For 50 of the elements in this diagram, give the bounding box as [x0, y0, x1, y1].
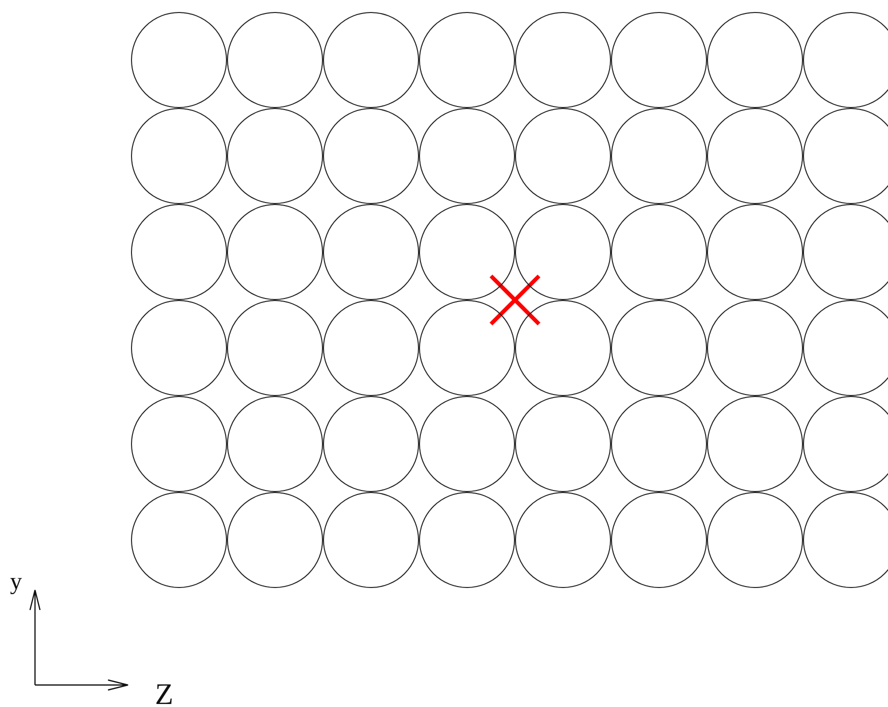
- circle-node: [611, 396, 707, 492]
- circle-node: [131, 12, 227, 108]
- circle-node: [131, 204, 227, 300]
- circle-node: [419, 300, 515, 396]
- circle-node: [323, 300, 419, 396]
- circle-node: [323, 12, 419, 108]
- circle-node: [419, 396, 515, 492]
- circle-node: [323, 204, 419, 300]
- circle-node: [803, 12, 888, 108]
- circle-node: [611, 300, 707, 396]
- circle-node: [227, 108, 323, 204]
- axis-label: y: [10, 570, 22, 594]
- circle-node: [515, 204, 611, 300]
- circle-node: [131, 396, 227, 492]
- circle-node: [131, 108, 227, 204]
- circle-node: [419, 204, 515, 300]
- circle-node: [707, 204, 803, 300]
- circle-node: [611, 204, 707, 300]
- circle-node: [323, 396, 419, 492]
- circle-node: [707, 12, 803, 108]
- circle-node: [227, 396, 323, 492]
- circle-node: [227, 12, 323, 108]
- circle-node: [803, 492, 888, 588]
- circle-node: [515, 300, 611, 396]
- circle-node: [803, 300, 888, 396]
- circle-node: [515, 492, 611, 588]
- circle-node: [515, 108, 611, 204]
- circle-node: [803, 396, 888, 492]
- circle-node: [227, 300, 323, 396]
- circle-node: [419, 12, 515, 108]
- circle-node: [227, 492, 323, 588]
- circle-node: [611, 12, 707, 108]
- circle-node: [419, 108, 515, 204]
- circle-node: [419, 492, 515, 588]
- circle-node: [707, 108, 803, 204]
- circle-node: [323, 108, 419, 204]
- circle-node: [131, 300, 227, 396]
- circle-node: [803, 108, 888, 204]
- circle-node: [323, 492, 419, 588]
- circle-node: [803, 204, 888, 300]
- circle-node: [611, 492, 707, 588]
- circle-node: [707, 396, 803, 492]
- circle-node: [707, 492, 803, 588]
- circle-node: [515, 396, 611, 492]
- circle-node: [611, 108, 707, 204]
- axis-label: Z: [155, 680, 174, 707]
- circle-node: [131, 492, 227, 588]
- circle-node: [515, 12, 611, 108]
- circle-node: [227, 204, 323, 300]
- circle-node: [707, 300, 803, 396]
